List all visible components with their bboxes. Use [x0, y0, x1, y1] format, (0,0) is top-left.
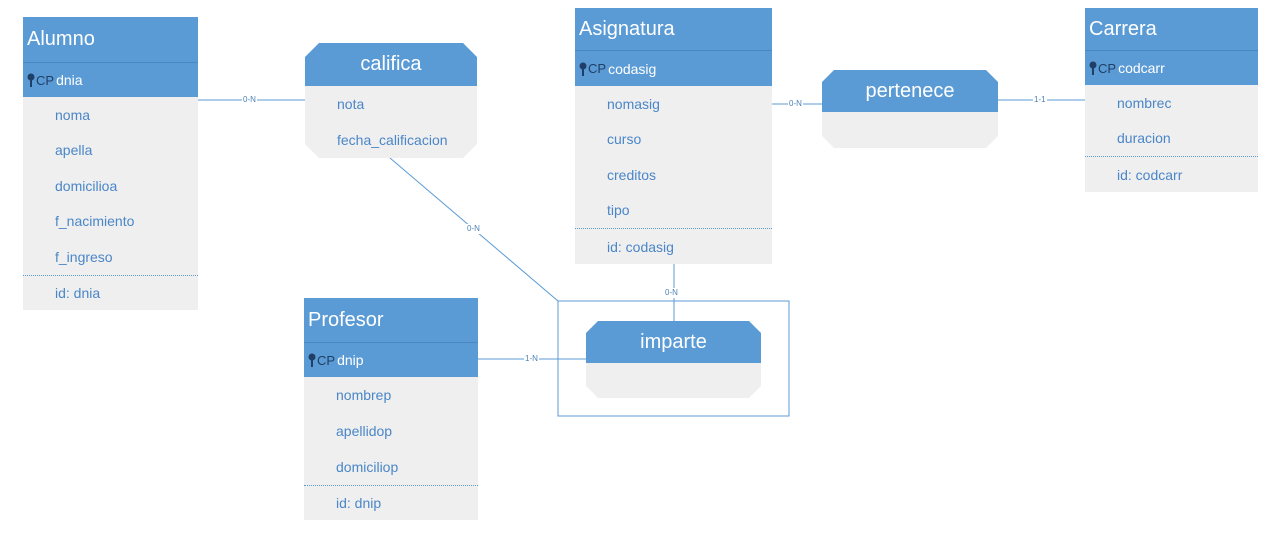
attribute: domicilioa	[55, 177, 118, 194]
identifier: id: dnia	[55, 285, 101, 301]
relationship-title: pertenece	[822, 70, 998, 112]
relationship-body	[822, 112, 998, 148]
entity-carrera[interactable]: Carrera CP codcarr nombrec duracion id: …	[1085, 8, 1258, 192]
attribute: apella	[55, 142, 93, 159]
cardinality-califica-imparte: 0-N	[466, 224, 481, 234]
relationship-califica[interactable]: califica nota fecha_calificacion	[305, 43, 477, 158]
cardinality-asignatura-pertenece: 0-N	[788, 99, 803, 109]
attribute: fecha_calificacion	[337, 132, 448, 148]
key-icon: CP	[579, 61, 606, 76]
relationship-body	[586, 363, 761, 398]
identifier: id: codcarr	[1117, 166, 1183, 183]
primary-key-field: dnip	[337, 352, 364, 368]
relationship-title: imparte	[586, 321, 761, 363]
attribute: duracion	[1117, 130, 1171, 147]
entity-title: Profesor	[304, 298, 478, 342]
cardinality-alumno-califica: 0-N	[242, 95, 257, 105]
attribute: f_nacimiento	[55, 213, 135, 230]
relationship-body: nota fecha_calificacion	[305, 86, 477, 158]
primary-key-row: CP dnip	[304, 342, 478, 377]
entity-title: Alumno	[23, 17, 198, 62]
divider	[1085, 156, 1258, 157]
attribute: domiciliop	[336, 459, 399, 475]
cardinality-profesor-imparte: 1-N	[524, 354, 539, 364]
key-icon: CP	[308, 353, 335, 368]
entity-alumno[interactable]: Alumno CP dnia noma apella domicilioa f_…	[23, 17, 198, 310]
attribute: nombrec	[1117, 94, 1172, 111]
attribute: tipo	[607, 202, 630, 219]
identifier: id: codasig	[607, 238, 674, 255]
attribute: nota	[337, 96, 365, 112]
divider	[23, 274, 198, 276]
primary-key-row: CP dnia	[23, 62, 198, 97]
entity-title: Carrera	[1085, 8, 1258, 50]
key-icon: CP	[1089, 61, 1116, 76]
relationship-title: califica	[305, 43, 477, 86]
entity-profesor[interactable]: Profesor CP dnip nombrep apellidop domic…	[304, 298, 478, 520]
cardinality-pertenece-carrera: 1-1	[1033, 95, 1047, 105]
relationship-imparte[interactable]: imparte	[586, 321, 761, 398]
attribute: curso	[607, 131, 642, 148]
attribute: nombrep	[336, 387, 392, 403]
primary-key-field: codasig	[608, 60, 657, 77]
attribute: noma	[55, 106, 91, 123]
primary-key-row: CP codasig	[575, 50, 772, 86]
divider	[304, 485, 478, 486]
relationship-pertenece[interactable]: pertenece	[822, 70, 998, 148]
attribute: apellidop	[336, 423, 393, 439]
cardinality-asignatura-imparte: 0-N	[664, 288, 679, 298]
primary-key-row: CP codcarr	[1085, 50, 1258, 85]
entity-asignatura[interactable]: Asignatura CP codasig nomasig curso cred…	[575, 8, 772, 264]
entity-title: Asignatura	[575, 8, 772, 50]
divider	[575, 228, 772, 229]
identifier: id: dnip	[336, 495, 382, 511]
attribute: nomasig	[607, 95, 660, 112]
key-icon: CP	[27, 73, 54, 88]
imparte-aggregation-box	[557, 300, 790, 417]
attribute: f_ingreso	[55, 248, 113, 265]
primary-key-field: codcarr	[1118, 60, 1165, 76]
primary-key-field: dnia	[56, 72, 83, 88]
attribute: creditos	[607, 166, 657, 183]
